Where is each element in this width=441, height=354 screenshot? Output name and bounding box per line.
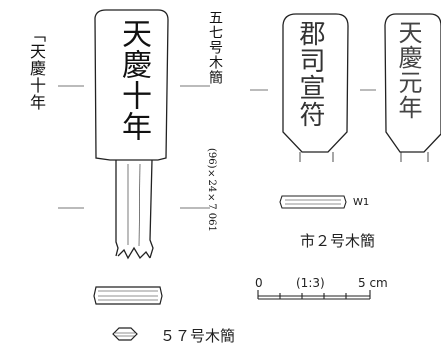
ichi2-caption: 市２号木簡 — [300, 232, 376, 250]
ichi2-right-ink-text: 天慶元年 — [394, 20, 422, 120]
scale-end-label: 5 cm — [358, 276, 388, 290]
ichi2-left-ink-text: 郡司宣符 — [295, 20, 325, 128]
ichi2-left-face — [282, 13, 349, 162]
ichi2-section — [279, 195, 347, 209]
guide-lines — [58, 85, 376, 209]
scale-ratio-label: (1:3) — [296, 276, 325, 290]
slip-57-caption: ５７号木簡 — [160, 327, 236, 345]
wood-label: W1 — [353, 197, 370, 208]
slip-57-drawing — [94, 9, 169, 260]
slip-57-ink-text: 天慶十年 — [116, 18, 151, 142]
era-caption: 「天慶十年 — [27, 26, 46, 111]
hexagon-section-icon — [112, 327, 138, 341]
slip-57-section — [93, 286, 163, 305]
slip-57-vertical-title: 五七号木簡 — [207, 10, 223, 85]
scale-start-label: 0 — [255, 276, 263, 290]
ichi2-right-face — [384, 13, 441, 162]
slip-57-measurement: (96)×24×7 061 — [206, 148, 217, 232]
scale-bar — [257, 290, 371, 300]
